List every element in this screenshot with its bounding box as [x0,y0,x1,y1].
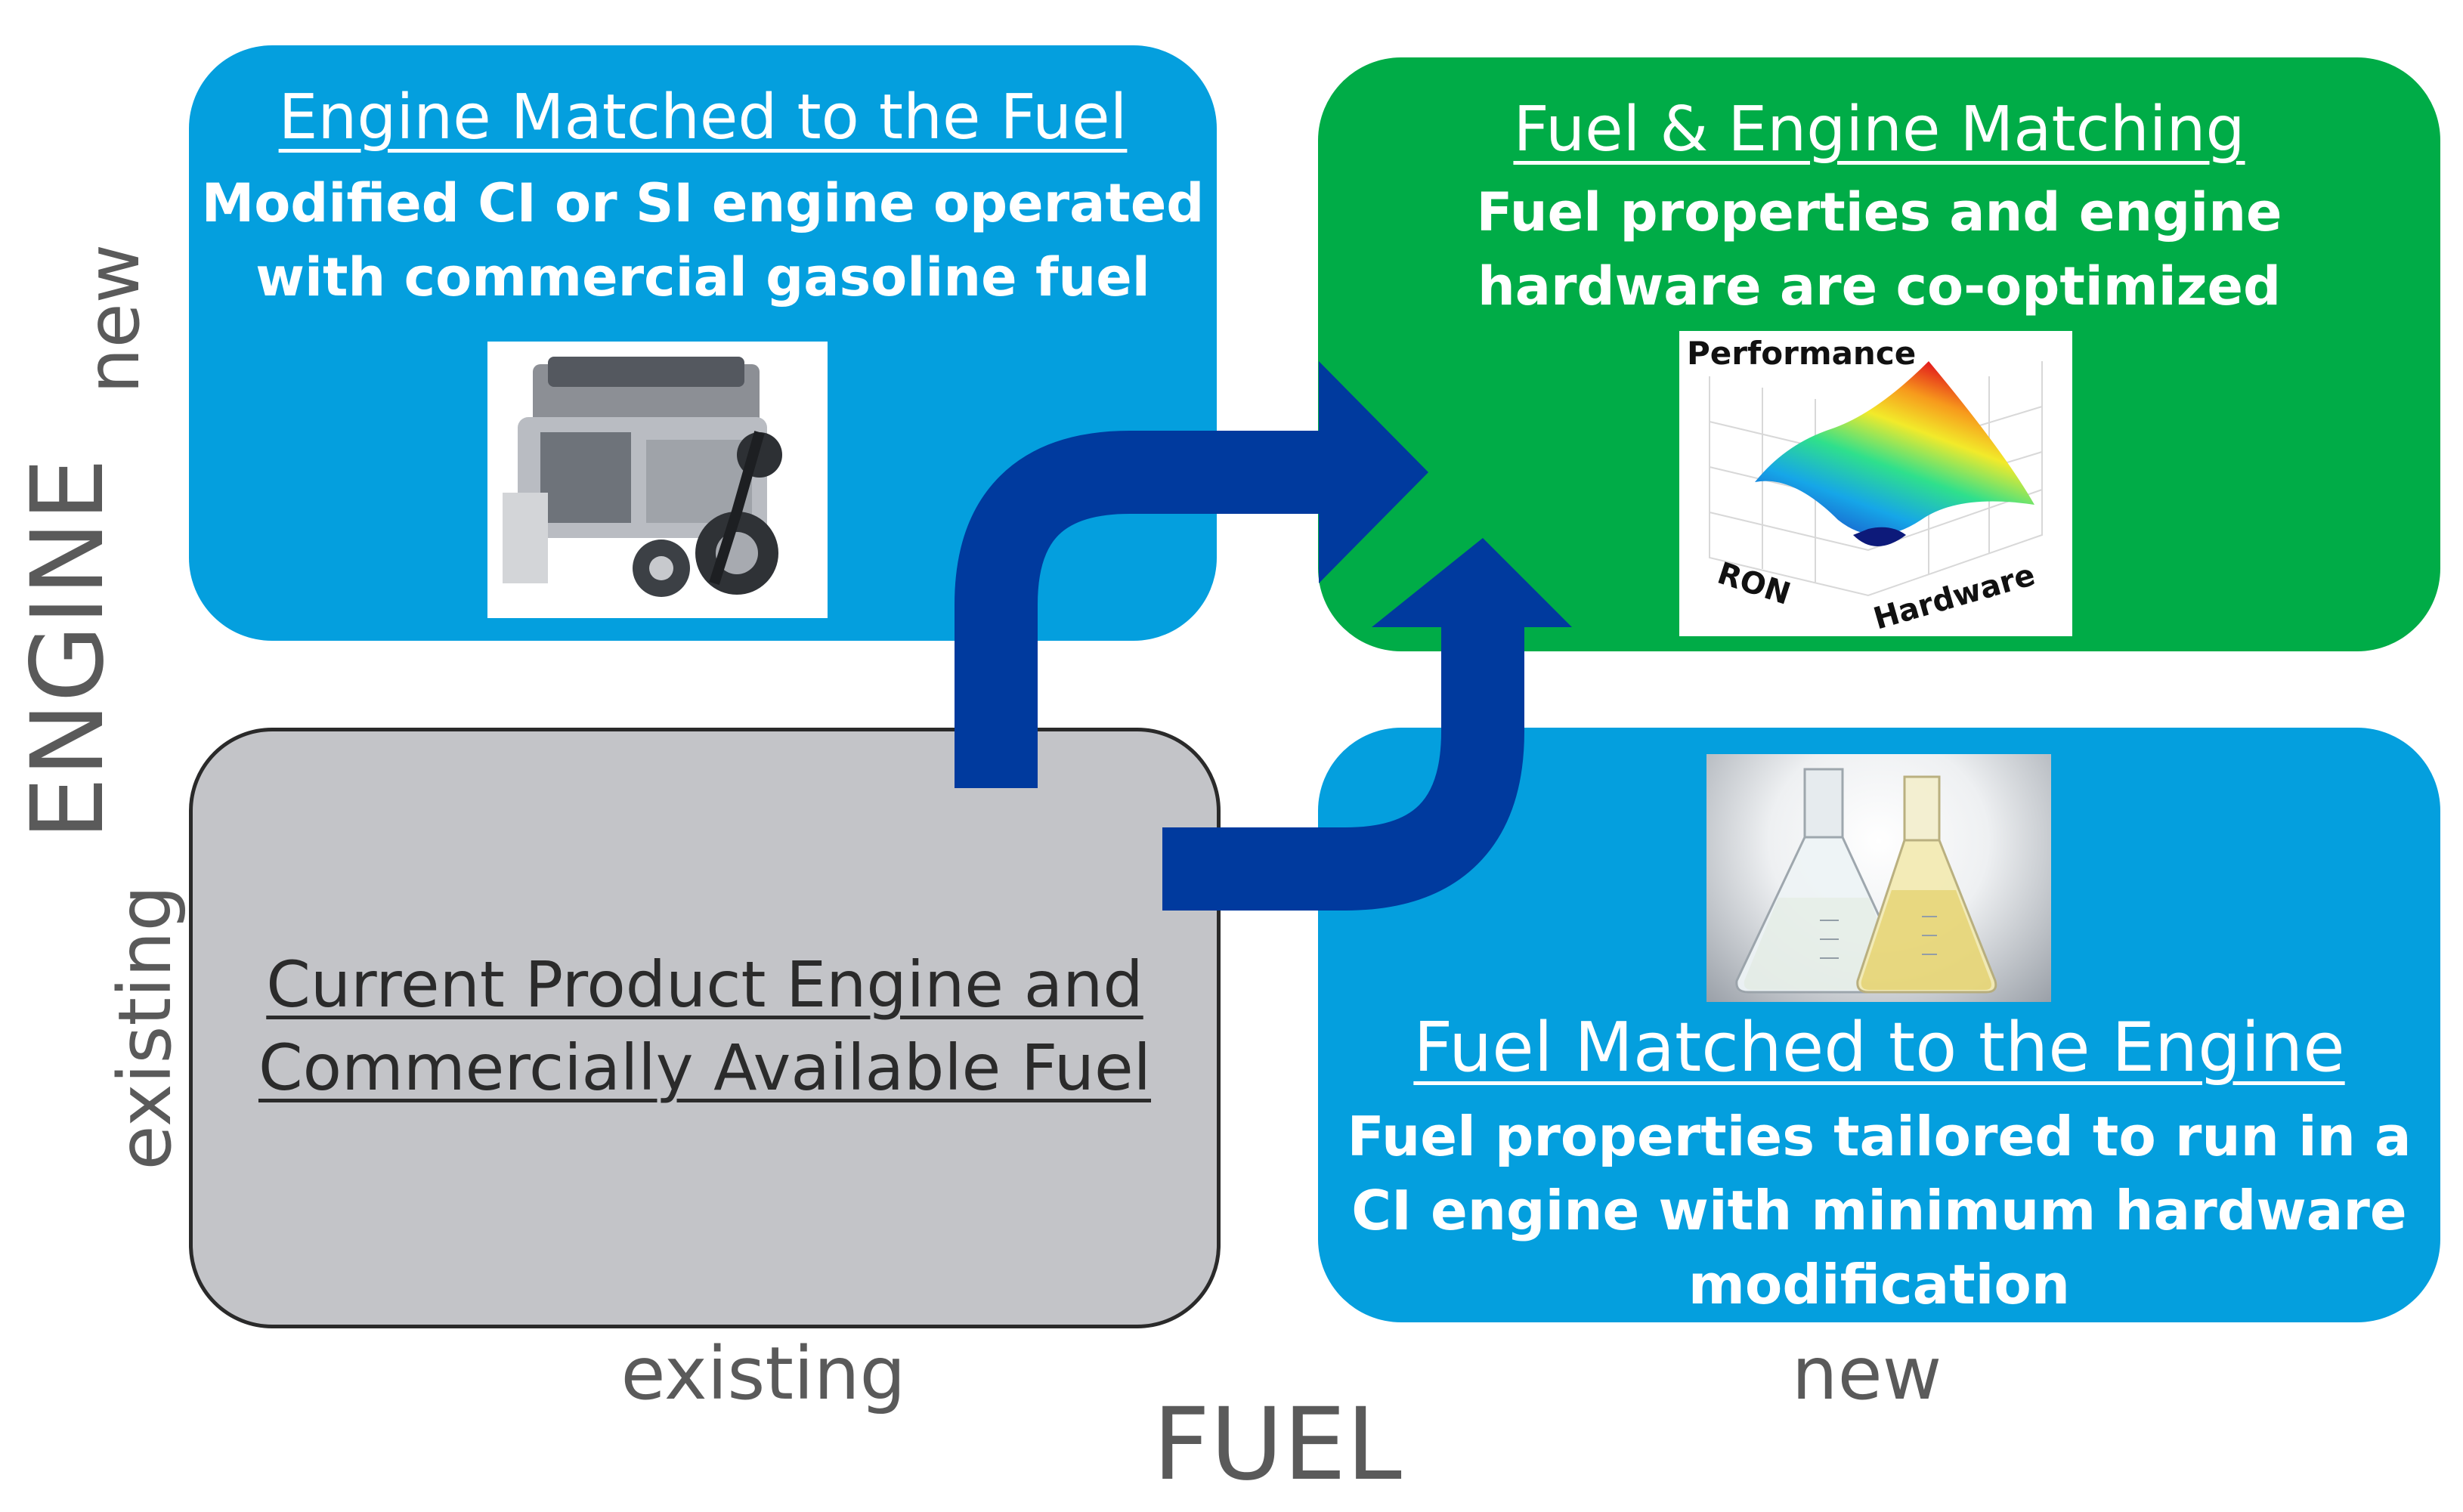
engine-matched-line2: with commercial gasoline fuel [255,246,1150,308]
engine-photo-icon [487,342,828,618]
fuel-engine-matching-line2: hardware are co-optimized [1477,255,2282,317]
axis-engine-new: new [71,243,156,394]
engine-matched-line1: Modified CI or SI engine operated [201,172,1205,234]
current-product-line2: Commercially Available Fuel [258,1031,1152,1105]
current-product-line1: Current Product Engine and [266,948,1143,1022]
fuel-matched-title: Fuel Matched to the Engine [1413,1008,2345,1087]
current-product-title: Current Product Engine and Commercially … [189,943,1221,1109]
axis-fuel-label: FUEL [1153,1387,1402,1503]
plot-label-performance: Performance [1687,335,1916,372]
engine-matched-title: Engine Matched to the Fuel [278,82,1128,153]
fuel-matched-description: Fuel properties tailored to run in a CI … [1318,1099,2440,1322]
axis-engine-label: ENGINE [10,458,126,840]
surface-plot-icon: Performance RON Hardware [1679,331,2072,636]
fuel-matched-line2: CI engine with minimum hardware [1351,1179,2407,1242]
fuel-matched-line1: Fuel properties tailored to run in a [1347,1105,2412,1168]
axis-fuel-new: new [1791,1331,1942,1416]
axis-engine-existing: existing [103,885,187,1170]
fuel-engine-matching-line1: Fuel properties and engine [1476,181,2282,243]
fuel-engine-matching-description: Fuel properties and engine hardware are … [1318,175,2440,323]
fuel-engine-matching-title: Fuel & Engine Matching [1513,94,2245,165]
quadrant-current-product [189,728,1221,1328]
fuel-matched-line3: modification [1688,1253,2071,1316]
engine-matched-description: Modified CI or SI engine operated with c… [189,166,1217,314]
flasks-photo-icon [1706,754,2051,1002]
axis-fuel-existing: existing [620,1331,906,1416]
